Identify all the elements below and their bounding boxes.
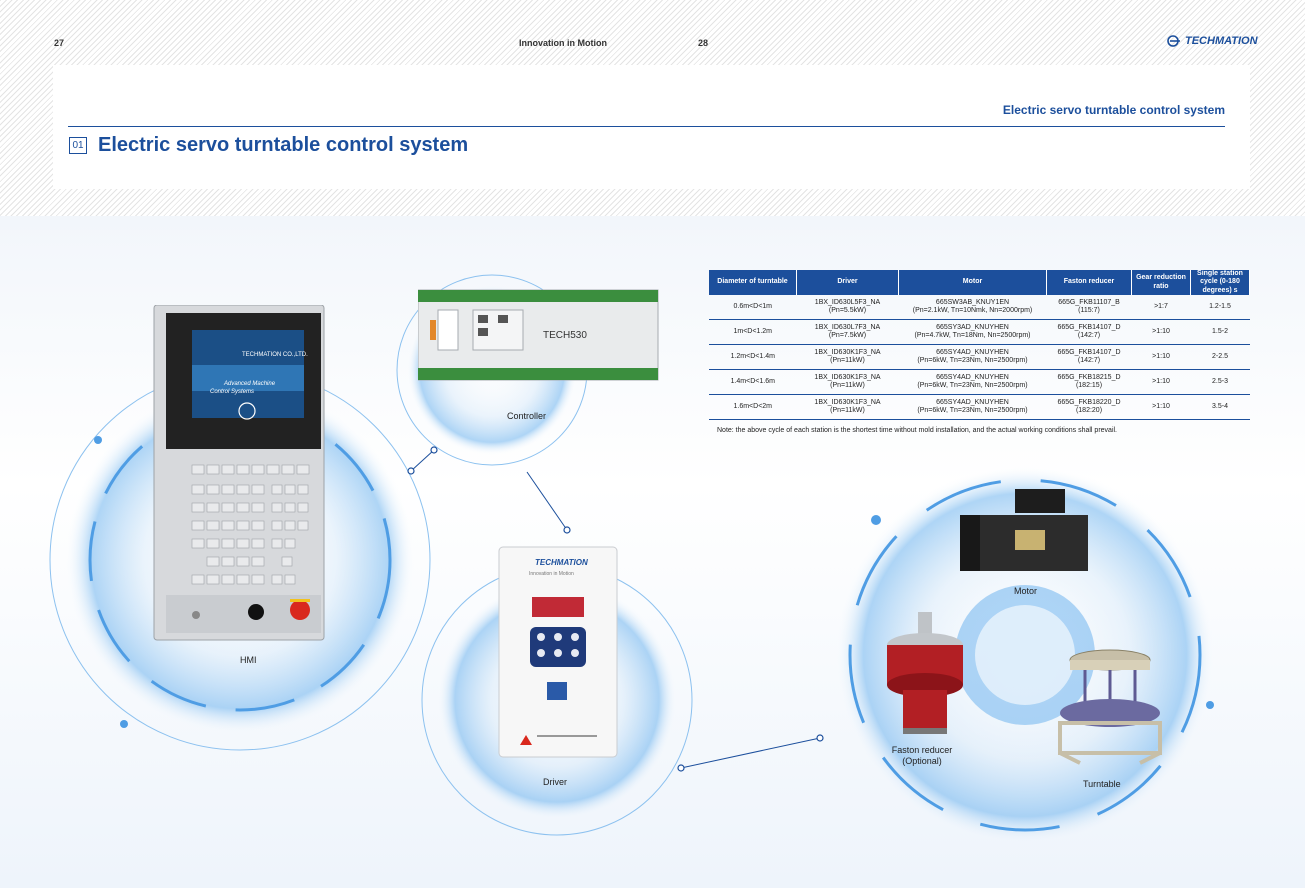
table-cell: 665SY3AD_KNUYHEN (Pn=4.7kW, Tn=18Nm, Nn=… (898, 319, 1047, 345)
table-cell: >1:10 (1131, 394, 1191, 420)
hmi-device-image: TECHMATION CO.,LTD. Advanced Machine Con… (153, 305, 325, 641)
table-cell: 665SY4AD_KNUYHEN (Pn=6kW, Tn=23Nm, Nn=25… (898, 344, 1047, 370)
column-header: Driver (796, 270, 899, 295)
driver-image: TECHMATION Innovation in Motion (498, 546, 618, 758)
faston-reducer-image (887, 612, 963, 734)
table-header-row: Diameter of turntable Driver Motor Fasto… (709, 270, 1250, 295)
table-cell: 1BX_ID630K1F3_NA (Pn=11kW) (796, 344, 899, 370)
column-header: Faston reducer (1046, 270, 1132, 295)
driver-brand: TECHMATION (535, 558, 588, 567)
table-cell: 3.5-4 (1190, 394, 1250, 420)
table-cell: 665G_FKB14107_D (142:7) (1046, 344, 1132, 370)
table-cell: 1m<D<1.2m (709, 319, 797, 345)
spec-table: Diameter of turntable Driver Motor Fasto… (709, 270, 1250, 420)
table-cell: 1.2m<D<1.4m (709, 344, 797, 370)
table-cell: 665SY4AD_KNUYHEN (Pn=6kW, Tn=23Nm, Nn=25… (898, 394, 1047, 420)
motor-image (960, 489, 1088, 571)
heading-rule (68, 126, 1225, 127)
turntable-image (1058, 649, 1162, 765)
hmi-screen-line1: Advanced Machine (223, 381, 276, 387)
column-header: Single station cycle (0-180 degrees) s (1190, 270, 1250, 295)
table-cell: >1:10 (1131, 344, 1191, 370)
table-cell: 665G_FKB11107_B (115:7) (1046, 295, 1132, 320)
hmi-screen-company: TECHMATION CO.,LTD. (242, 352, 308, 358)
table-cell: 665SY4AD_KNUYHEN (Pn=6kW, Tn=23Nm, Nn=25… (898, 369, 1047, 395)
table-cell: 1BX_ID630L7F3_NA (Pn=7.5kW) (796, 319, 899, 345)
table-cell: 1BX_ID630K1F3_NA (Pn=11kW) (796, 394, 899, 420)
table-cell: >1:10 (1131, 319, 1191, 345)
table-cell: 1.6m<D<2m (709, 394, 797, 420)
table-cell: 1.4m<D<1.6m (709, 369, 797, 395)
motor-label: Motor (1014, 586, 1038, 596)
table-cell: 1.5-2 (1190, 319, 1250, 345)
page-title: Electric servo turntable control system (98, 134, 469, 156)
connector-lines (407, 446, 824, 772)
controller-model: TECH530 (543, 330, 587, 341)
brand-name: TECHMATION (1185, 35, 1258, 47)
section-number: 01 (69, 137, 87, 154)
table-cell: 665G_FKB18215_D (182:15) (1046, 369, 1132, 395)
table-cell: 0.6m<D<1m (709, 295, 797, 320)
table-cell: >1:10 (1131, 369, 1191, 395)
hmi-screen-line2: Control Systems (210, 389, 254, 395)
table-cell: >1:7 (1131, 295, 1191, 320)
page-number-right: 28 (698, 38, 709, 48)
driver-label: Driver (543, 777, 567, 787)
hmi-label: HMI (240, 655, 257, 665)
column-header: Diameter of turntable (709, 270, 797, 295)
assembly-ring (835, 465, 1215, 845)
tagline: Innovation in Motion (519, 38, 607, 48)
table-cell: 665G_FKB18220_D (182:20) (1046, 394, 1132, 420)
table-cell: 2.5-3 (1190, 369, 1250, 395)
table-cell: 665G_FKB14107_D (142:7) (1046, 319, 1132, 345)
section-heading-right: Electric servo turntable control system (1002, 103, 1225, 117)
table-cell: 2-2.5 (1190, 344, 1250, 370)
table-cell: 1BX_ID630L5F3_NA (Pn=5.5kW) (796, 295, 899, 320)
page-number-left: 27 (54, 38, 65, 48)
column-header: Motor (898, 270, 1047, 295)
controller-label: Controller (507, 411, 547, 421)
column-header: Gear reduction ratio (1131, 270, 1191, 295)
table-cell: 1BX_ID630K1F3_NA (Pn=11kW) (796, 369, 899, 395)
techmation-logo-icon (1167, 35, 1180, 47)
title-panel: Electric servo turntable control system … (53, 65, 1250, 189)
brand-logo: TECHMATION (1166, 35, 1258, 47)
turntable-label: Turntable (1083, 779, 1121, 789)
table-cell: 665SW3AB_KNUY1EN (Pn=2.1kW, Tn=10Nmk, Nn… (898, 295, 1047, 320)
faston-reducer-label: Faston reducer (Optional) (891, 745, 953, 766)
controller-image: TECH530 (418, 289, 659, 381)
table-note: Note: the above cycle of each station is… (717, 427, 1117, 434)
table-cell: 1.2-1.5 (1190, 295, 1250, 320)
driver-subtitle: Innovation in Motion (529, 571, 574, 577)
